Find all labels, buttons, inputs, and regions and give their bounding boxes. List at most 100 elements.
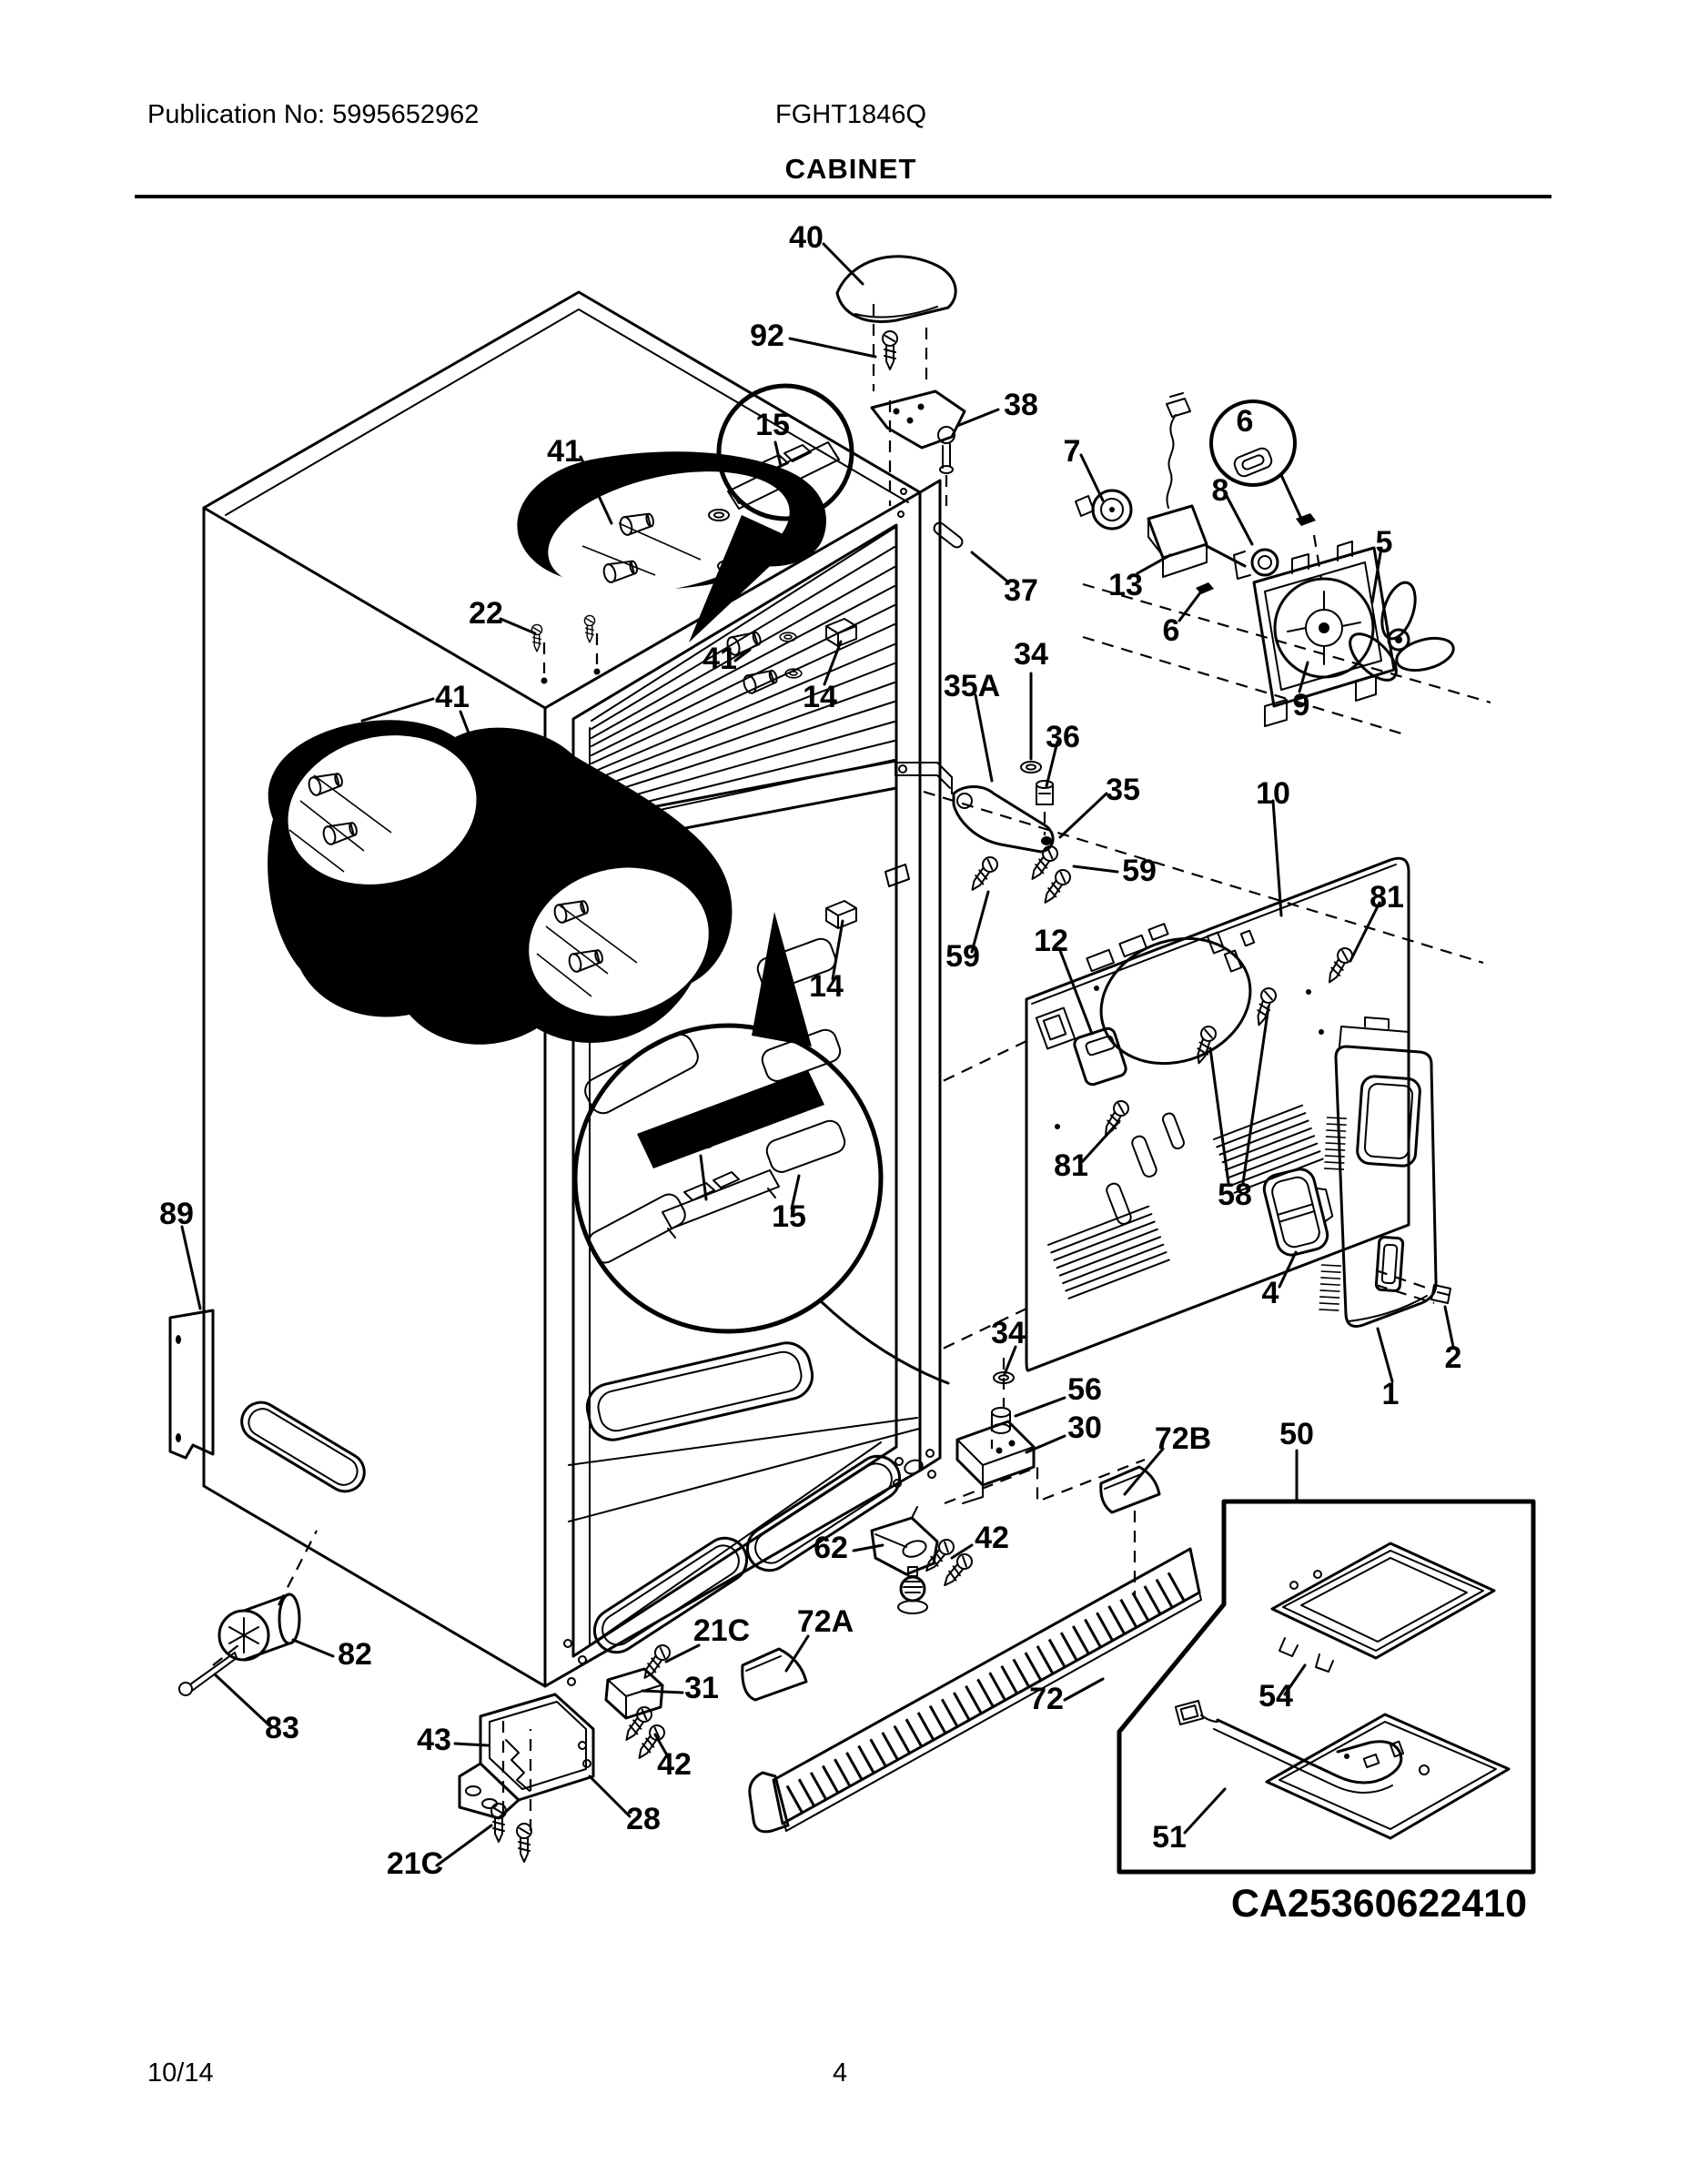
screw-58b <box>1250 985 1279 1028</box>
callout-50: 50 <box>1279 1417 1314 1451</box>
callout-8: 8 <box>1212 473 1229 508</box>
callout-6-low: 6 <box>1163 613 1180 648</box>
callout-54: 54 <box>1258 1679 1293 1714</box>
bracket-4 <box>1262 1168 1334 1257</box>
callout-59-right: 59 <box>1122 854 1157 888</box>
diagram-code: CA25360622410 <box>1231 1882 1527 1926</box>
wire-clip-6a <box>1296 513 1316 526</box>
valve-36 <box>1036 780 1054 805</box>
callout-83: 83 <box>265 1711 299 1745</box>
clip-2 <box>1430 1284 1451 1304</box>
callout-42-right: 42 <box>975 1521 1009 1555</box>
callout-1: 1 <box>1382 1377 1400 1411</box>
hinge-cover-40 <box>835 255 957 323</box>
fan-shroud-9 <box>1252 541 1396 727</box>
wire-clip-6b <box>1196 582 1214 594</box>
callout-37: 37 <box>1004 573 1038 608</box>
detail-circle-6 <box>1209 399 1297 487</box>
header-rule <box>135 195 1552 198</box>
top-screws-22 <box>531 614 601 684</box>
callout-36: 36 <box>1046 720 1080 754</box>
callout-31: 31 <box>684 1671 719 1705</box>
callout-2: 2 <box>1445 1340 1462 1375</box>
alignment-dashes <box>212 304 1491 1831</box>
fan-motor-13 <box>1147 392 1247 578</box>
callout-34-mid: 34 <box>1014 637 1048 672</box>
callout-5: 5 <box>1376 525 1393 560</box>
callout-40: 40 <box>789 220 824 255</box>
callout-43: 43 <box>417 1723 451 1757</box>
roller-82 <box>217 1592 301 1662</box>
callout-14-lower: 14 <box>809 969 844 1004</box>
callouts: 40 92 38 15 41 7 6 8 5 13 37 6 22 41 14 … <box>159 220 1461 1881</box>
footer-page-number: 4 <box>833 2058 848 2088</box>
footer-date: 10/14 <box>147 2058 214 2088</box>
callout-92: 92 <box>750 318 784 353</box>
callout-81-left: 81 <box>1054 1148 1088 1183</box>
inset-box-50 <box>1117 1499 1536 1875</box>
corner-bracket-31 <box>604 1667 664 1720</box>
heater-pan-51 <box>1174 1699 1511 1840</box>
top-hinge-38 <box>870 389 966 474</box>
bottom-hinge-30 <box>955 1420 1036 1504</box>
callout-6-circle: 6 <box>1237 404 1254 439</box>
insulation-patch-top <box>517 451 826 593</box>
thermostat-7 <box>1075 489 1133 531</box>
callout-62: 62 <box>814 1531 848 1565</box>
callout-13: 13 <box>1108 568 1143 602</box>
screw-59a <box>965 853 1002 895</box>
fan-blade-5 <box>1349 581 1455 682</box>
callout-14-upper: 14 <box>803 680 837 714</box>
callout-22: 22 <box>469 596 503 631</box>
toe-grille-72 <box>748 1547 1202 1834</box>
corner-bracket-62 <box>870 1506 939 1576</box>
callout-51: 51 <box>1152 1820 1187 1855</box>
callout-56: 56 <box>1067 1372 1102 1407</box>
callout-15-top: 15 <box>755 408 790 442</box>
clip-target <box>884 864 910 887</box>
callout-38: 38 <box>1004 388 1038 422</box>
caster-bracket-43-28 <box>458 1693 595 1820</box>
detail-circle-top <box>689 383 854 642</box>
cabinet-outline <box>202 290 942 1688</box>
publication-number: Publication No: 5995652962 <box>147 100 480 129</box>
insulation-patch-left <box>268 720 733 1045</box>
callout-4: 4 <box>1262 1276 1279 1310</box>
hinge-screw-92 <box>882 330 898 370</box>
defrost-timer-12 <box>1073 1026 1127 1087</box>
callout-28: 28 <box>626 1802 661 1836</box>
bottom-rail-slots <box>240 488 936 1686</box>
screw-59c <box>1037 865 1075 908</box>
callout-72: 72 <box>1029 1682 1064 1716</box>
callout-59-left: 59 <box>945 939 980 974</box>
model-number: FGHT1846Q <box>775 100 926 129</box>
tube-bracket-35A <box>895 762 953 794</box>
screw-42b <box>938 1550 976 1592</box>
leveling-leg-63 <box>897 1566 928 1614</box>
callout-15-circle-b: 15 <box>772 1199 806 1234</box>
screw-21c-b <box>516 1823 532 1863</box>
detail-circle-bottom <box>572 912 884 1334</box>
callout-35A: 35A <box>944 669 1000 703</box>
drain-bracket-35 <box>952 785 1055 854</box>
callout-leader-lines <box>180 242 1455 1867</box>
callout-10: 10 <box>1256 776 1290 811</box>
callout-21C-mid: 21C <box>693 1613 750 1648</box>
screw-42a <box>920 1535 958 1577</box>
callout-72B: 72B <box>1155 1421 1211 1456</box>
callout-82: 82 <box>338 1637 372 1672</box>
fan-hub-8 <box>1233 548 1279 580</box>
callout-21C-bottom: 21C <box>387 1846 443 1881</box>
cover-1 <box>1319 1016 1438 1328</box>
side-plate-89 <box>168 1309 215 1460</box>
drain-pan-54 <box>1270 1542 1496 1673</box>
callout-41-top: 41 <box>547 434 581 469</box>
screw-58a <box>1190 1023 1219 1067</box>
grille-endcap-72A <box>741 1647 808 1702</box>
callout-35: 35 <box>1106 773 1140 807</box>
screw-81b <box>1098 1097 1132 1140</box>
callout-41-mid: 41 <box>702 642 737 676</box>
hinge-pin-37 <box>933 521 964 549</box>
rear-panel-10 <box>1025 856 1410 1372</box>
